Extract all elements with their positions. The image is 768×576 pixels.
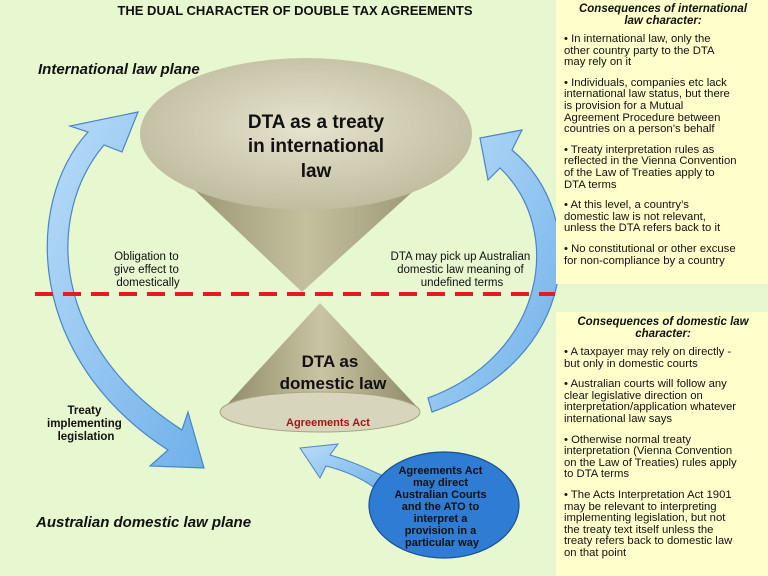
international-panel-heading: Consequences of international law charac… <box>578 3 748 27</box>
diagram-title: THE DUAL CHARACTER OF DOUBLE TAX AGREEME… <box>117 3 472 18</box>
treaty-cone-label-line1: DTA as a treaty <box>248 112 385 133</box>
agreements-act-oval <box>368 451 520 559</box>
treaty-cone-label-line2: in international <box>248 136 384 157</box>
domestic-cone-label-line2: domestic law <box>280 374 388 393</box>
left-curved-arrow <box>46 111 205 469</box>
domestic-cone-label-line1: DTA as <box>302 352 359 371</box>
pickup-label: DTA may pick up Australian domestic law … <box>391 251 534 289</box>
domestic-panel-heading: Consequences of domestic law character: <box>577 316 749 340</box>
agreements-act-label: Agreements Act <box>286 417 370 429</box>
international-consequences-panel: Consequences of international law charac… <box>556 0 768 284</box>
domestic-plane-label: Australian domestic law plane <box>35 514 251 531</box>
domestic-bullet-1: • A taxpayer may rely on directly -but o… <box>564 346 732 370</box>
domestic-cone <box>219 303 421 433</box>
right-curved-arrow <box>427 129 561 413</box>
domestic-consequences-panel: Consequences of domestic law character: … <box>556 312 768 576</box>
treaty-impl-label: Treaty implementing legislation <box>47 405 125 443</box>
international-plane-label: International law plane <box>38 61 200 78</box>
domestic-bullets: • A taxpayer may rely on directly -but o… <box>564 346 762 560</box>
small-curved-arrow <box>299 443 393 493</box>
obligation-label: Obligation to give effect to domesticall… <box>114 251 182 289</box>
treaty-cone-label-line3: law <box>301 161 332 182</box>
treaty-cone <box>140 58 472 292</box>
agreements-oval-text: Agreements Act may direct Australian Cou… <box>394 465 489 549</box>
